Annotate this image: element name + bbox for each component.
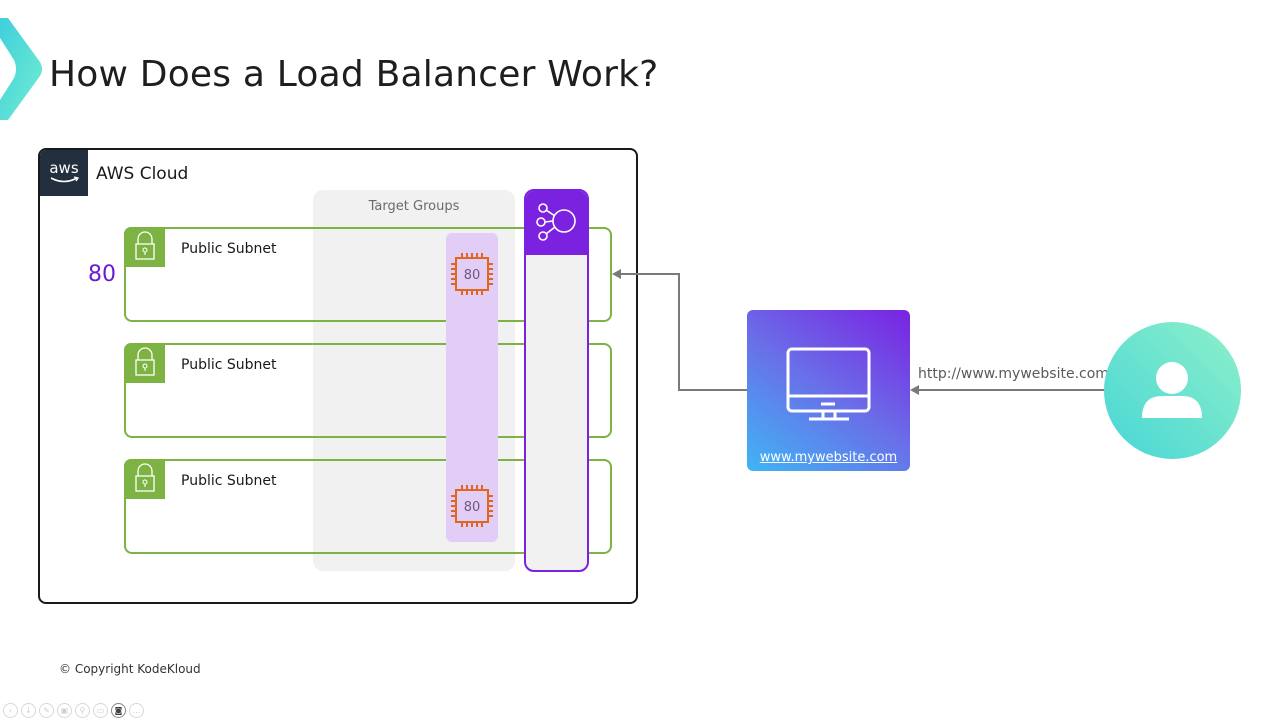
public-subnet-1: Public Subnet [124, 227, 612, 322]
monitor-icon [786, 347, 871, 421]
load-balancer-icon [536, 203, 576, 241]
aws-logo-icon: aws [49, 159, 80, 183]
load-balancer-header [526, 191, 587, 255]
next-slide-button[interactable]: ↓ [21, 703, 36, 718]
request-url-label: http://www.mywebsite.com [918, 366, 1109, 382]
presentation-toolbar: ‹ ↓ ✎ ▣ ⚲ ▭ ◙ … [3, 703, 144, 719]
load-balancer [524, 189, 589, 572]
public-subnet-2: Public Subnet [124, 343, 612, 438]
subtitles-button[interactable]: ▭ [93, 703, 108, 718]
subnet-label: Public Subnet [181, 473, 277, 489]
lock-icon [124, 459, 165, 499]
user-avatar [1104, 322, 1241, 459]
ec2-chip-icon: 80 [451, 485, 493, 527]
aws-cloud-label: AWS Cloud [96, 164, 189, 184]
subnet-label: Public Subnet [181, 241, 277, 257]
public-subnet-3: Public Subnet [124, 459, 612, 554]
aws-logo-badge: aws [40, 150, 88, 196]
listener-port-label: 80 [88, 262, 116, 287]
prev-slide-button[interactable]: ‹ [3, 703, 18, 718]
camera-button[interactable]: ◙ [111, 703, 126, 718]
website-to-lb-arrow [620, 273, 747, 391]
arrowhead-icon [910, 385, 919, 395]
lock-icon [124, 343, 165, 383]
pen-button[interactable]: ✎ [39, 703, 54, 718]
zoom-button[interactable]: ⚲ [75, 703, 90, 718]
more-button[interactable]: … [129, 703, 144, 718]
instance-port: 80 [464, 268, 481, 283]
copyright-text: © Copyright KodeKloud [59, 662, 201, 676]
website-link[interactable]: www.mywebsite.com [759, 450, 898, 465]
lock-icon [124, 227, 165, 267]
instance-port: 80 [464, 500, 481, 515]
ec2-chip-icon: 80 [451, 253, 493, 295]
aws-logo-text: aws [49, 159, 78, 177]
subnet-label: Public Subnet [181, 357, 277, 373]
user-icon [1142, 362, 1202, 418]
kodekloud-logo-icon [0, 18, 42, 120]
slides-button[interactable]: ▣ [57, 703, 72, 718]
slide-title: How Does a Load Balancer Work? [49, 54, 659, 95]
website-card: www.mywebsite.com [747, 310, 910, 471]
target-groups-label: Target Groups [368, 199, 460, 214]
